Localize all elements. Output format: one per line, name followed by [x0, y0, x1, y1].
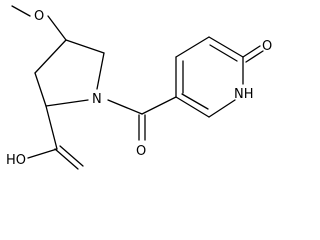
bond-c2-cooh	[45, 105, 58, 150]
bond-c4-c5	[65, 39, 105, 54]
methoxy-oxygen-label: O	[34, 9, 44, 24]
bond-ring-c2-c3-inner	[181, 93, 209, 110]
molecule-structure: O N HO O O NH	[6, 5, 272, 170]
bond-methyl-o	[11, 5, 31, 17]
pyridone-nh-label: NH	[234, 87, 254, 102]
bond-cooh-o-double-2	[59, 145, 84, 167]
pyridone-oxygen-label: O	[262, 39, 272, 54]
bond-amide-c-ring	[141, 96, 177, 115]
bond-c3-c4	[34, 39, 67, 74]
bond-cooh-o-double-1	[54, 148, 79, 170]
bond-ring-c4-c5	[175, 36, 210, 58]
ring-nitrogen-label: N	[92, 92, 102, 107]
bond-ring-c2-c3	[175, 96, 210, 118]
bond-ring-n-c2	[208, 99, 236, 118]
amide-carbonyl-oxygen-label: O	[136, 144, 146, 159]
bond-c5-n1	[96, 52, 105, 90]
bond-ring-c5-c6-inner	[209, 44, 238, 62]
carboxylic-acid-hydroxyl-label: HO	[6, 153, 26, 168]
bond-pyridone-o-double-2	[245, 50, 264, 63]
structure-canvas: O N HO O O NH	[6, 5, 272, 170]
bond-o-c4	[47, 15, 67, 41]
bond-n1-c2	[45, 99, 89, 107]
bond-pyridone-o-double-1	[242, 45, 261, 58]
bond-n1-amide-c	[107, 99, 143, 115]
bond-ring-c5-c6	[208, 36, 244, 58]
bond-cooh-oh	[27, 148, 58, 159]
bond-c2-c3	[34, 72, 47, 107]
